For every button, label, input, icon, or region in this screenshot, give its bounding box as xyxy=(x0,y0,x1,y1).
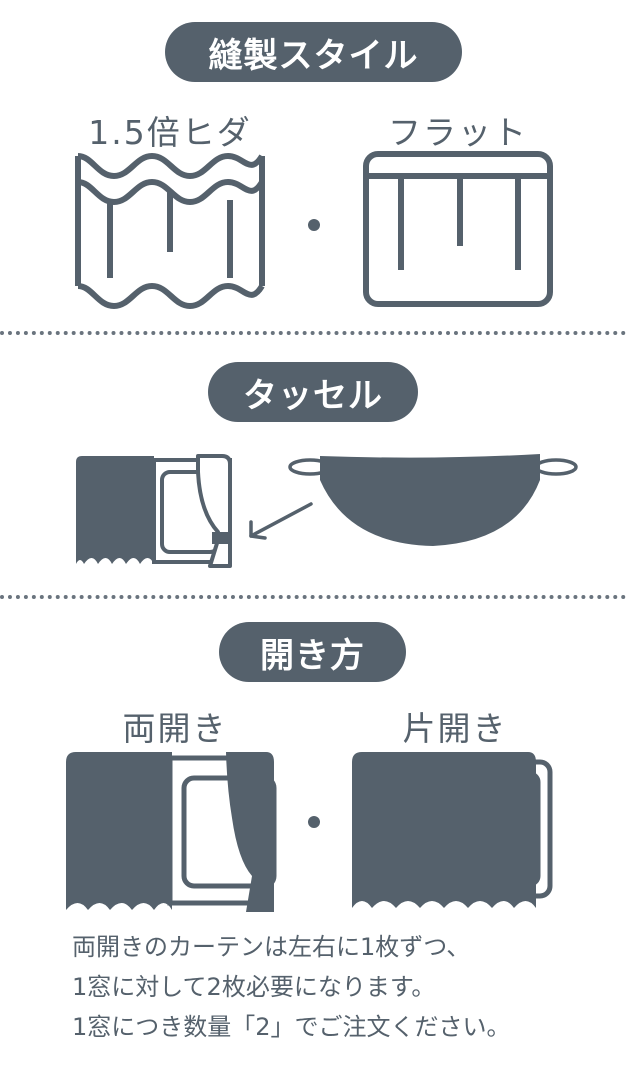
tassel-icon xyxy=(288,454,578,546)
section-title-opening-style: 開き方 xyxy=(219,622,406,682)
section-title-tassel: タッセル xyxy=(208,362,418,422)
flat-curtain-icon xyxy=(363,151,553,307)
note-line-1: 両開きのカーテンは左右に1枚ずつ、 xyxy=(72,933,471,961)
tied-curtain-icon xyxy=(76,454,232,568)
pleated-curtain-icon xyxy=(75,153,265,309)
section-divider xyxy=(0,595,626,599)
separator-dot xyxy=(308,219,320,231)
section-title-text: 開き方 xyxy=(260,635,365,676)
arrow-icon xyxy=(249,502,313,540)
separator-dot xyxy=(308,816,320,828)
section-title-text: タッセル xyxy=(243,375,383,416)
section-divider xyxy=(0,331,626,335)
option-label-pleat: 1.5倍ヒダ xyxy=(88,113,252,152)
option-label-double-open: 両開き xyxy=(122,709,228,748)
section-title-text: 縫製スタイル xyxy=(208,35,419,76)
option-label-single-open: 片開き xyxy=(402,709,508,748)
double-open-curtain-icon xyxy=(66,752,277,912)
section-title-sewing-style: 縫製スタイル xyxy=(165,22,462,82)
option-label-flat: フラット xyxy=(388,113,528,152)
single-open-curtain-icon xyxy=(352,752,553,908)
note-line-2: 1窓に対して2枚必要になります。 xyxy=(72,973,436,1001)
note-line-3: 1窓につき数量「2」でご注文ください。 xyxy=(72,1013,511,1041)
